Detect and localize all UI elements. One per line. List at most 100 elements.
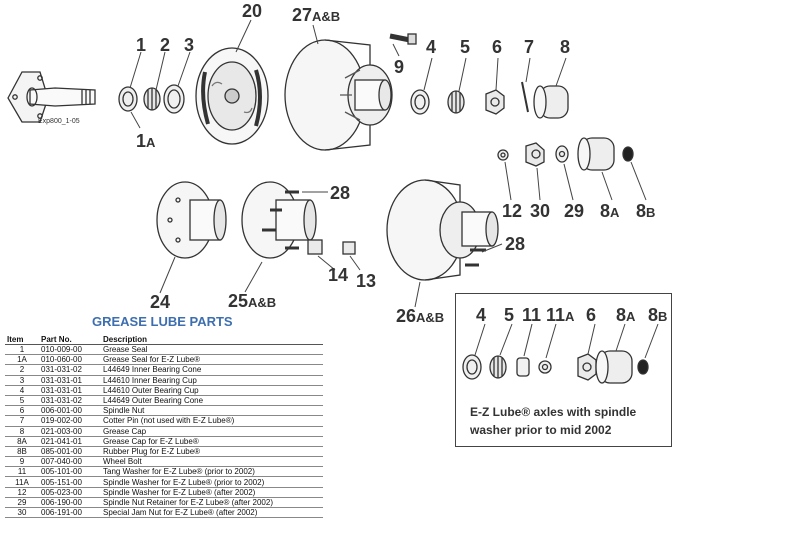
callout-24: 24 — [150, 292, 171, 312]
callout-2: 2 — [160, 35, 171, 55]
callout-27: 27A&B — [292, 5, 341, 25]
callout-8b: 8B — [636, 201, 656, 221]
spindle-illustration — [7, 71, 96, 123]
column-header: Description — [101, 334, 323, 345]
column-header: Part No. — [39, 334, 101, 345]
ez-lube-hardware-row — [497, 137, 634, 171]
column-header: Item — [5, 334, 39, 345]
part-number-cell: 007-040-00 — [39, 456, 101, 468]
description-cell: Cotter Pin (not used with E-Z Lube®) — [101, 415, 323, 427]
hub-24-illustration — [156, 181, 227, 259]
item-cell: 1A — [5, 354, 39, 366]
description-cell: Spindle Nut Retainer for E-Z Lube® (afte… — [101, 497, 323, 509]
item-cell: 11 — [5, 466, 39, 478]
part-number-cell: 031-031-01 — [39, 375, 101, 386]
description-cell: Spindle Nut — [101, 405, 323, 417]
item-cell: 4 — [5, 385, 39, 396]
callout-29: 29 — [564, 201, 585, 221]
inset-callout-5: 5 — [504, 305, 515, 325]
description-cell: Spindle Washer for E-Z Lube® (prior to 2… — [101, 476, 323, 488]
part-number-cell: 031-031-02 — [39, 395, 101, 407]
item-cell: 1 — [5, 344, 39, 356]
part-number-cell: 031-031-01 — [39, 385, 101, 396]
part-number-cell: 005-101-00 — [39, 466, 101, 478]
item-cell: 12 — [5, 487, 39, 498]
description-cell: L44610 Outer Bearing Cup — [101, 385, 323, 396]
wheel-bolt-illustration — [389, 33, 417, 45]
item-cell: 30 — [5, 507, 39, 519]
part-number-cell: 005-023-00 — [39, 487, 101, 498]
leader-lines — [129, 19, 659, 359]
description-cell: Grease Cap for E-Z Lube® — [101, 436, 323, 447]
part-number-cell: 021-003-00 — [39, 426, 101, 437]
callout-28-upper: 28 — [330, 183, 351, 203]
item-cell: 6 — [5, 405, 39, 417]
description-cell: Special Jam Nut for E-Z Lube® (after 200… — [101, 507, 323, 519]
item-cell: 29 — [5, 497, 39, 509]
item-cell: 3 — [5, 375, 39, 386]
hub-drum-illustration — [284, 39, 393, 151]
description-cell: Tang Washer for E-Z Lube® (prior to 2002… — [101, 466, 323, 478]
callout-8: 8 — [560, 37, 571, 57]
part-number-cell: 031-031-02 — [39, 364, 101, 376]
callout-30: 30 — [530, 201, 551, 221]
inset-callout-11a: 11A — [546, 305, 575, 325]
inset-box — [455, 293, 672, 447]
section-title: GREASE LUBE PARTS — [92, 314, 233, 329]
part-number-cell: 010-009-00 — [39, 344, 101, 356]
description-cell: Grease Seal — [101, 344, 323, 356]
callout-7: 7 — [524, 37, 535, 57]
inset-callout-8a: 8A — [616, 305, 636, 325]
description-cell: L44610 Inner Bearing Cup — [101, 375, 323, 386]
description-cell: L44649 Inner Bearing Cone — [101, 364, 323, 376]
inset-note: E-Z Lube® axles with spindle washer prio… — [470, 405, 637, 437]
callout-8a: 8A — [600, 201, 620, 221]
callout-5: 5 — [460, 37, 471, 57]
description-cell: Grease Cap — [101, 426, 323, 437]
callout-28-lower: 28 — [505, 234, 526, 254]
inset-callout-11: 11 — [522, 305, 542, 325]
brake-assembly-illustration — [195, 47, 269, 145]
inset-callout-4: 4 — [476, 305, 487, 325]
callout-1: 1 — [136, 35, 147, 55]
item-cell: 9 — [5, 456, 39, 468]
callout-1a: 1A — [136, 131, 156, 151]
model-label: Exp800_1-05 — [38, 118, 80, 125]
callout-4: 4 — [426, 37, 437, 57]
part-number-cell: 005-151-00 — [39, 476, 101, 488]
part-number-cell: 006-001-00 — [39, 405, 101, 417]
part-number-cell: 021-041-01 — [39, 436, 101, 447]
part-number-cell: 006-191-00 — [39, 507, 101, 519]
item-cell: 7 — [5, 415, 39, 427]
hub-drum-26-illustration — [386, 179, 499, 281]
callout-6: 6 — [492, 37, 503, 57]
parts-table-header: Item Part No. Description — [5, 334, 323, 345]
description-cell: Wheel Bolt — [101, 456, 323, 468]
item-cell: 11A — [5, 476, 39, 488]
part-number-cell: 085-001-00 — [39, 446, 101, 458]
inset-callout-8b: 8B — [648, 305, 668, 325]
item-cell: 2 — [5, 364, 39, 376]
callout-9: 9 — [394, 57, 405, 77]
inset-callout-6: 6 — [586, 305, 597, 325]
callout-26: 26A&B — [396, 306, 445, 326]
callout-12: 12 — [502, 201, 523, 221]
description-cell: Rubber Plug for E-Z Lube® — [101, 446, 323, 458]
callout-25: 25A&B — [228, 291, 277, 311]
inset-parts-illustration — [462, 350, 649, 384]
